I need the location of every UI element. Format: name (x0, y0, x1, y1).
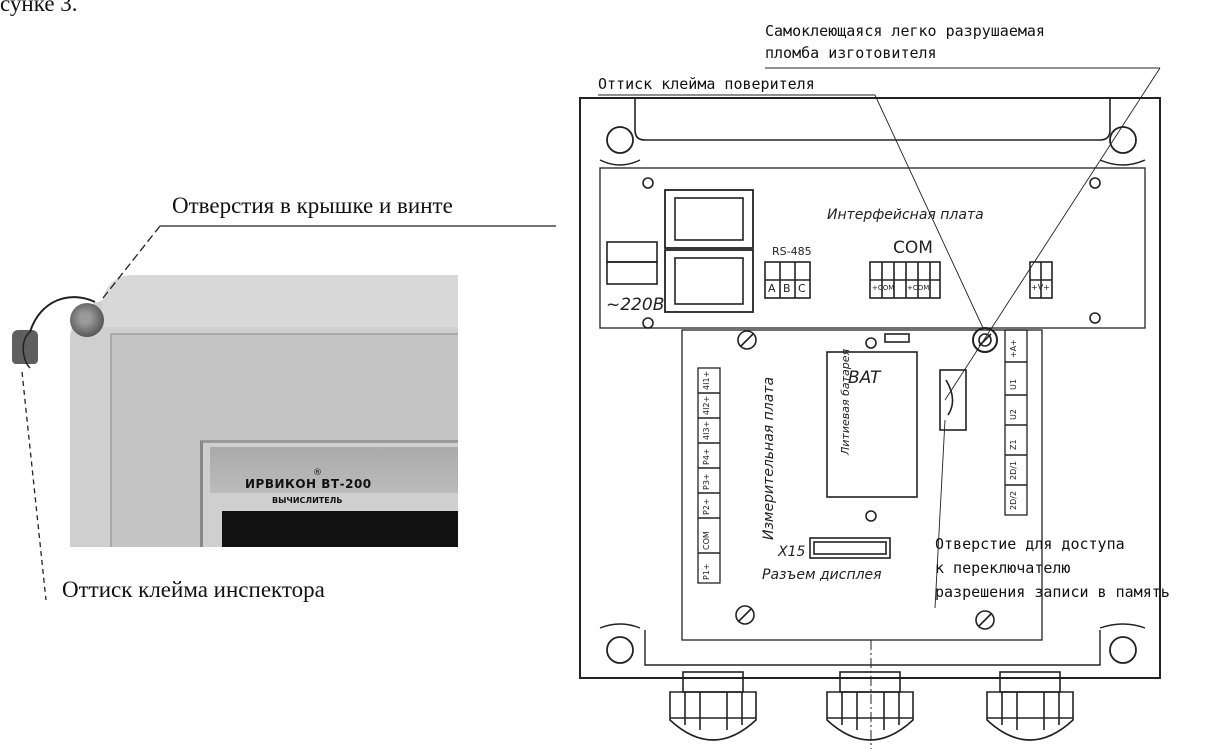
power-pins-label: +V+ (1031, 283, 1050, 292)
left-terminal-5: P4+ (702, 448, 711, 465)
left-terminal-3: P2+ (702, 498, 711, 515)
manufacturer-seal-callout-line2: пломба изготовителя (765, 44, 937, 62)
x15-label: X15 (778, 544, 806, 560)
rs485-pin-c: C (798, 282, 806, 295)
left-terminal-1: P1+ (702, 563, 711, 580)
access-callout-line2: к переключателю (935, 559, 1071, 577)
right-terminal-3: U2 (1009, 409, 1018, 420)
left-terminal-8: 4I1+ (702, 370, 711, 390)
right-terminal-6: 2D/2 (1009, 490, 1018, 510)
model-text: ВТ-200 (321, 477, 372, 491)
left-terminal-4: P3+ (702, 473, 711, 490)
right-terminal-2: U1 (1009, 379, 1018, 390)
cover-screw (70, 303, 104, 337)
right-terminal-1: +A+ (1009, 339, 1018, 358)
verifier-stamp-callout: Оттиск клейма поверителя (598, 75, 815, 93)
measuring-board-label: Измерительная плата (761, 376, 777, 540)
left-terminal-7: 4I2+ (702, 395, 711, 415)
interface-board-label: Интерфейсная плата (827, 207, 984, 223)
battery-label: Литиевая батарея (839, 348, 852, 455)
left-terminal-2: COM (702, 531, 711, 550)
rs485-label: RS-485 (772, 245, 812, 258)
manufacturer-seal-callout-line1: Самоклеющаяся легко разрушаемая (765, 22, 1045, 40)
panel-display (222, 511, 458, 547)
registered-mark: ® (313, 468, 322, 478)
brand-text: ИРВИКОН (245, 477, 317, 491)
access-callout-line3: разрешения записи в память (935, 583, 1170, 601)
case-top (102, 275, 458, 327)
panel-subtitle: ВЫЧИСЛИТЕЛЬ (272, 496, 343, 505)
voltage-label: ~220В (606, 295, 665, 315)
left-terminal-6: 4I3+ (702, 420, 711, 440)
right-terminal-4: Z1 (1009, 439, 1018, 450)
com-pin-2: +COM (907, 284, 930, 292)
bat-label: BAT (848, 368, 881, 388)
com-label: COM (893, 238, 933, 258)
device-photo: ИРВИКОН ВТ-200 ® ВЫЧИСЛИТЕЛЬ (10, 275, 458, 547)
panel-label-area (210, 447, 458, 493)
right-terminal-5: 2D/1 (1009, 460, 1018, 480)
access-callout-line1: Отверстие для доступа (935, 535, 1125, 553)
rs485-pin-a: A (768, 282, 776, 295)
display-connector-label: Разъем дисплея (762, 567, 882, 583)
rs485-pin-b: B (783, 282, 791, 295)
header-fragment: сунке 3. (0, 0, 78, 16)
holes-callout: Отверстия в крышке и винте (172, 193, 453, 218)
inspector-stamp-callout: Оттиск клейма инспектора (62, 577, 325, 602)
panel-brand: ИРВИКОН ВТ-200 (245, 477, 372, 491)
com-pin-1: +COM (872, 284, 895, 292)
